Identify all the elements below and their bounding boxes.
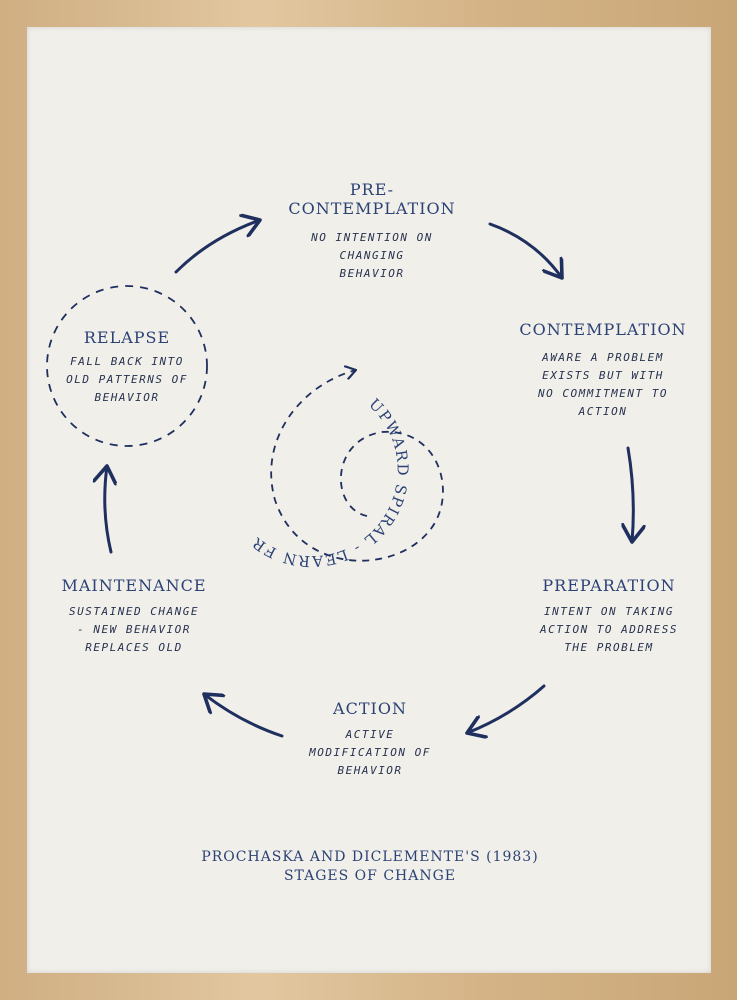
desc-line: ACTION — [578, 405, 628, 418]
stage-maintenance-desc: SUSTAINED CHANGE - NEW BEHAVIOR REPLACES… — [44, 603, 224, 657]
spiral-label-path: UPWARD SPIRAL - LEARN FROM EACH RELAPSE — [0, 0, 410, 570]
desc-line: AWARE A PROBLEM — [542, 351, 664, 364]
stage-contemplation-title: CONTEMPLATION — [519, 320, 687, 339]
desc-line: NO COMMITMENT TO — [538, 387, 668, 400]
spiral-label: UPWARD SPIRAL - LEARN FROM EACH RELAPSE — [0, 0, 412, 570]
arrow-relapse-to-precontemplation — [174, 220, 260, 274]
arrow-maintenance-to-relapse — [105, 466, 111, 554]
desc-line: ACTIVE — [345, 728, 395, 741]
desc-line: EXISTS BUT WITH — [542, 369, 664, 382]
arrow-action-to-maintenance — [204, 694, 284, 738]
stage-action-title: ACTION — [333, 699, 407, 718]
stage-precontemplation-title: PRE- CONTEMPLATION — [262, 180, 482, 218]
stage-relapse-desc: FALL BACK INTO OLD PATTERNS OF BEHAVIOR — [44, 353, 210, 407]
desc-line: NO INTENTION ON — [311, 231, 433, 244]
desc-line: BEHAVIOR — [339, 267, 405, 280]
desc-line: ACTION TO ADDRESS — [539, 623, 679, 636]
desc-line: BEHAVIOR — [94, 391, 160, 404]
desc-line: CHANGING — [339, 249, 405, 262]
poster-paper — [27, 27, 711, 973]
stage-preparation-title: PREPARATION — [542, 576, 676, 595]
stage-contemplation-desc: AWARE A PROBLEM EXISTS BUT WITH NO COMMI… — [503, 349, 703, 421]
stage-action-desc: ACTIVE MODIFICATION OF BEHAVIOR — [290, 726, 450, 780]
stage-relapse-title: RELAPSE — [83, 328, 171, 347]
desc-line: FALL BACK INTO — [70, 355, 184, 368]
stage-preparation-desc: INTENT ON TAKING ACTION TO ADDRESS THE P… — [511, 603, 707, 657]
footer-line1: PROCHASKA AND DICLEMENTE'S (1983) — [201, 849, 539, 865]
desc-line: - NEW BEHAVIOR — [77, 623, 191, 636]
stage-maintenance-title: MAINTENANCE — [61, 576, 207, 595]
stage-precontemplation-desc: NO INTENTION ON CHANGING BEHAVIOR — [262, 229, 482, 283]
desc-line: REPLACES OLD — [85, 641, 183, 654]
desc-line: MODIFICATION OF — [309, 746, 431, 759]
desc-line: INTENT ON TAKING — [544, 605, 674, 618]
arrow-contemplation-to-preparation — [628, 446, 633, 542]
footer-caption: PROCHASKA AND DICLEMENTE'S (1983) STAGES… — [150, 848, 590, 886]
arrow-precontemplation-to-contemplation — [488, 222, 562, 278]
desc-line: OLD PATTERNS OF — [66, 373, 188, 386]
stage-precontemplation-title-line1: PRE- — [349, 180, 395, 199]
arrow-preparation-to-action — [467, 684, 546, 733]
upward-spiral-dashed — [270, 370, 444, 562]
relapse-dashed-circle — [46, 285, 208, 447]
desc-line: SUSTAINED CHANGE — [69, 605, 199, 618]
footer-line2: STAGES OF CHANGE — [283, 868, 457, 884]
desc-line: BEHAVIOR — [337, 764, 403, 777]
stage-precontemplation-title-line2: CONTEMPLATION — [288, 199, 456, 218]
desc-line: THE PROBLEM — [564, 641, 654, 654]
